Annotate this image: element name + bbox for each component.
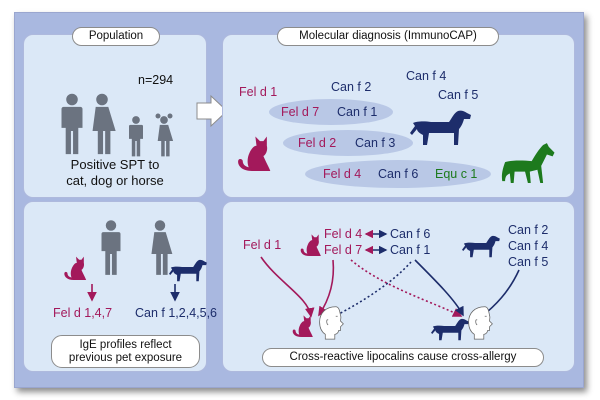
- girl-hair-icon: [155, 113, 161, 119]
- man-icon: [101, 220, 121, 275]
- cross-fel-d-1: Fel d 1: [243, 238, 282, 252]
- dog-icon: [462, 235, 500, 258]
- cross-allergy-panel: Fel d 1 Fel d 4 Fel d 7 Can f 6 Can f 1 …: [222, 201, 575, 372]
- arrow-can-f-1-to-dog-owner: [414, 259, 464, 317]
- man-icon: [61, 93, 83, 155]
- ige-caption: IgE profiles reflect previous pet exposu…: [51, 335, 200, 368]
- population-title: Population: [72, 27, 160, 46]
- woman-icon: [151, 220, 173, 275]
- molecular-title: Molecular diagnosis (ImmunoCAP): [277, 27, 499, 46]
- ige-figures: [64, 220, 207, 302]
- population-panel: n=294 Positive SPT to cat, dog or horse: [23, 34, 207, 198]
- dotted-arrow-fel-to-dog-owner: [350, 259, 463, 317]
- cross-can-f-2: Can f 2: [508, 223, 549, 237]
- dog-ige-profile: Can f 1,2,4,5,6: [135, 306, 218, 320]
- head-profile-icon: [319, 306, 344, 340]
- mol-can-f-3: Can f 3: [355, 136, 396, 150]
- mol-can-f-2: Can f 2: [331, 80, 372, 94]
- molecular-animals: [238, 110, 555, 183]
- arrow-fel-d-1-to-cat-owner: [260, 256, 315, 318]
- cat-ige-profile: Fel d 1,4,7: [53, 306, 113, 320]
- boy-icon: [129, 116, 143, 157]
- cat-icon: [300, 234, 321, 256]
- mol-fel-d-4: Fel d 4: [323, 167, 362, 181]
- cross-fel-d-7: Fel d 7: [324, 243, 363, 257]
- cross-fel-d-4: Fel d 4: [324, 227, 363, 241]
- mol-can-f-5: Can f 5: [438, 88, 479, 102]
- lipocalin-group-2: [283, 130, 413, 156]
- mol-fel-d-2: Fel d 2: [298, 136, 337, 150]
- horse-icon: [501, 143, 555, 183]
- cross-allergy-diagram: [260, 229, 520, 341]
- molecular-panel: Fel d 1 Can f 2 Can f 4 Can f 5 Fel d 7 …: [222, 34, 575, 198]
- cat-icon: [238, 136, 271, 171]
- population-count: n=294: [138, 73, 174, 87]
- cross-can-f-6: Can f 6: [390, 227, 431, 241]
- cross-allergy-caption: Cross-reactive lipocalins cause cross-al…: [262, 348, 544, 367]
- mol-fel-d-1: Fel d 1: [239, 85, 278, 99]
- cat-icon: [292, 315, 313, 337]
- lipocalin-group-3: [305, 160, 491, 188]
- population-figures: [61, 93, 174, 157]
- girl-icon: [157, 116, 174, 157]
- dotted-arrow-can-to-cat-owner: [329, 261, 412, 319]
- mol-fel-d-7: Fel d 7: [281, 105, 320, 119]
- woman-icon: [92, 93, 116, 155]
- dog-icon: [410, 110, 471, 145]
- mol-can-f-1: Can f 1: [337, 105, 378, 119]
- population-description-line1: Positive SPT to: [70, 157, 160, 172]
- cross-can-f-5: Can f 5: [508, 255, 549, 269]
- figure-frame: n=294 Positive SPT to cat, dog or horse …: [14, 12, 584, 388]
- mol-can-f-6: Can f 6: [378, 167, 419, 181]
- head-profile-icon: [468, 306, 493, 340]
- mol-can-f-4: Can f 4: [406, 69, 447, 83]
- population-description-line2: cat, dog or horse: [66, 173, 164, 188]
- dog-icon: [431, 318, 469, 341]
- ige-caption-line1: IgE profiles reflect: [79, 338, 172, 351]
- lipocalin-group-1: [269, 99, 393, 125]
- arrow-cat-to-cat-owner: [318, 259, 335, 317]
- cross-can-f-4: Can f 4: [508, 239, 549, 253]
- cross-can-f-1: Can f 1: [390, 243, 431, 257]
- ige-caption-line2: previous pet exposure: [68, 351, 183, 364]
- mol-equ-c-1: Equ c 1: [435, 167, 478, 181]
- cat-icon: [64, 256, 87, 280]
- dog-icon: [169, 259, 207, 282]
- arrow-right-icon: [196, 94, 228, 128]
